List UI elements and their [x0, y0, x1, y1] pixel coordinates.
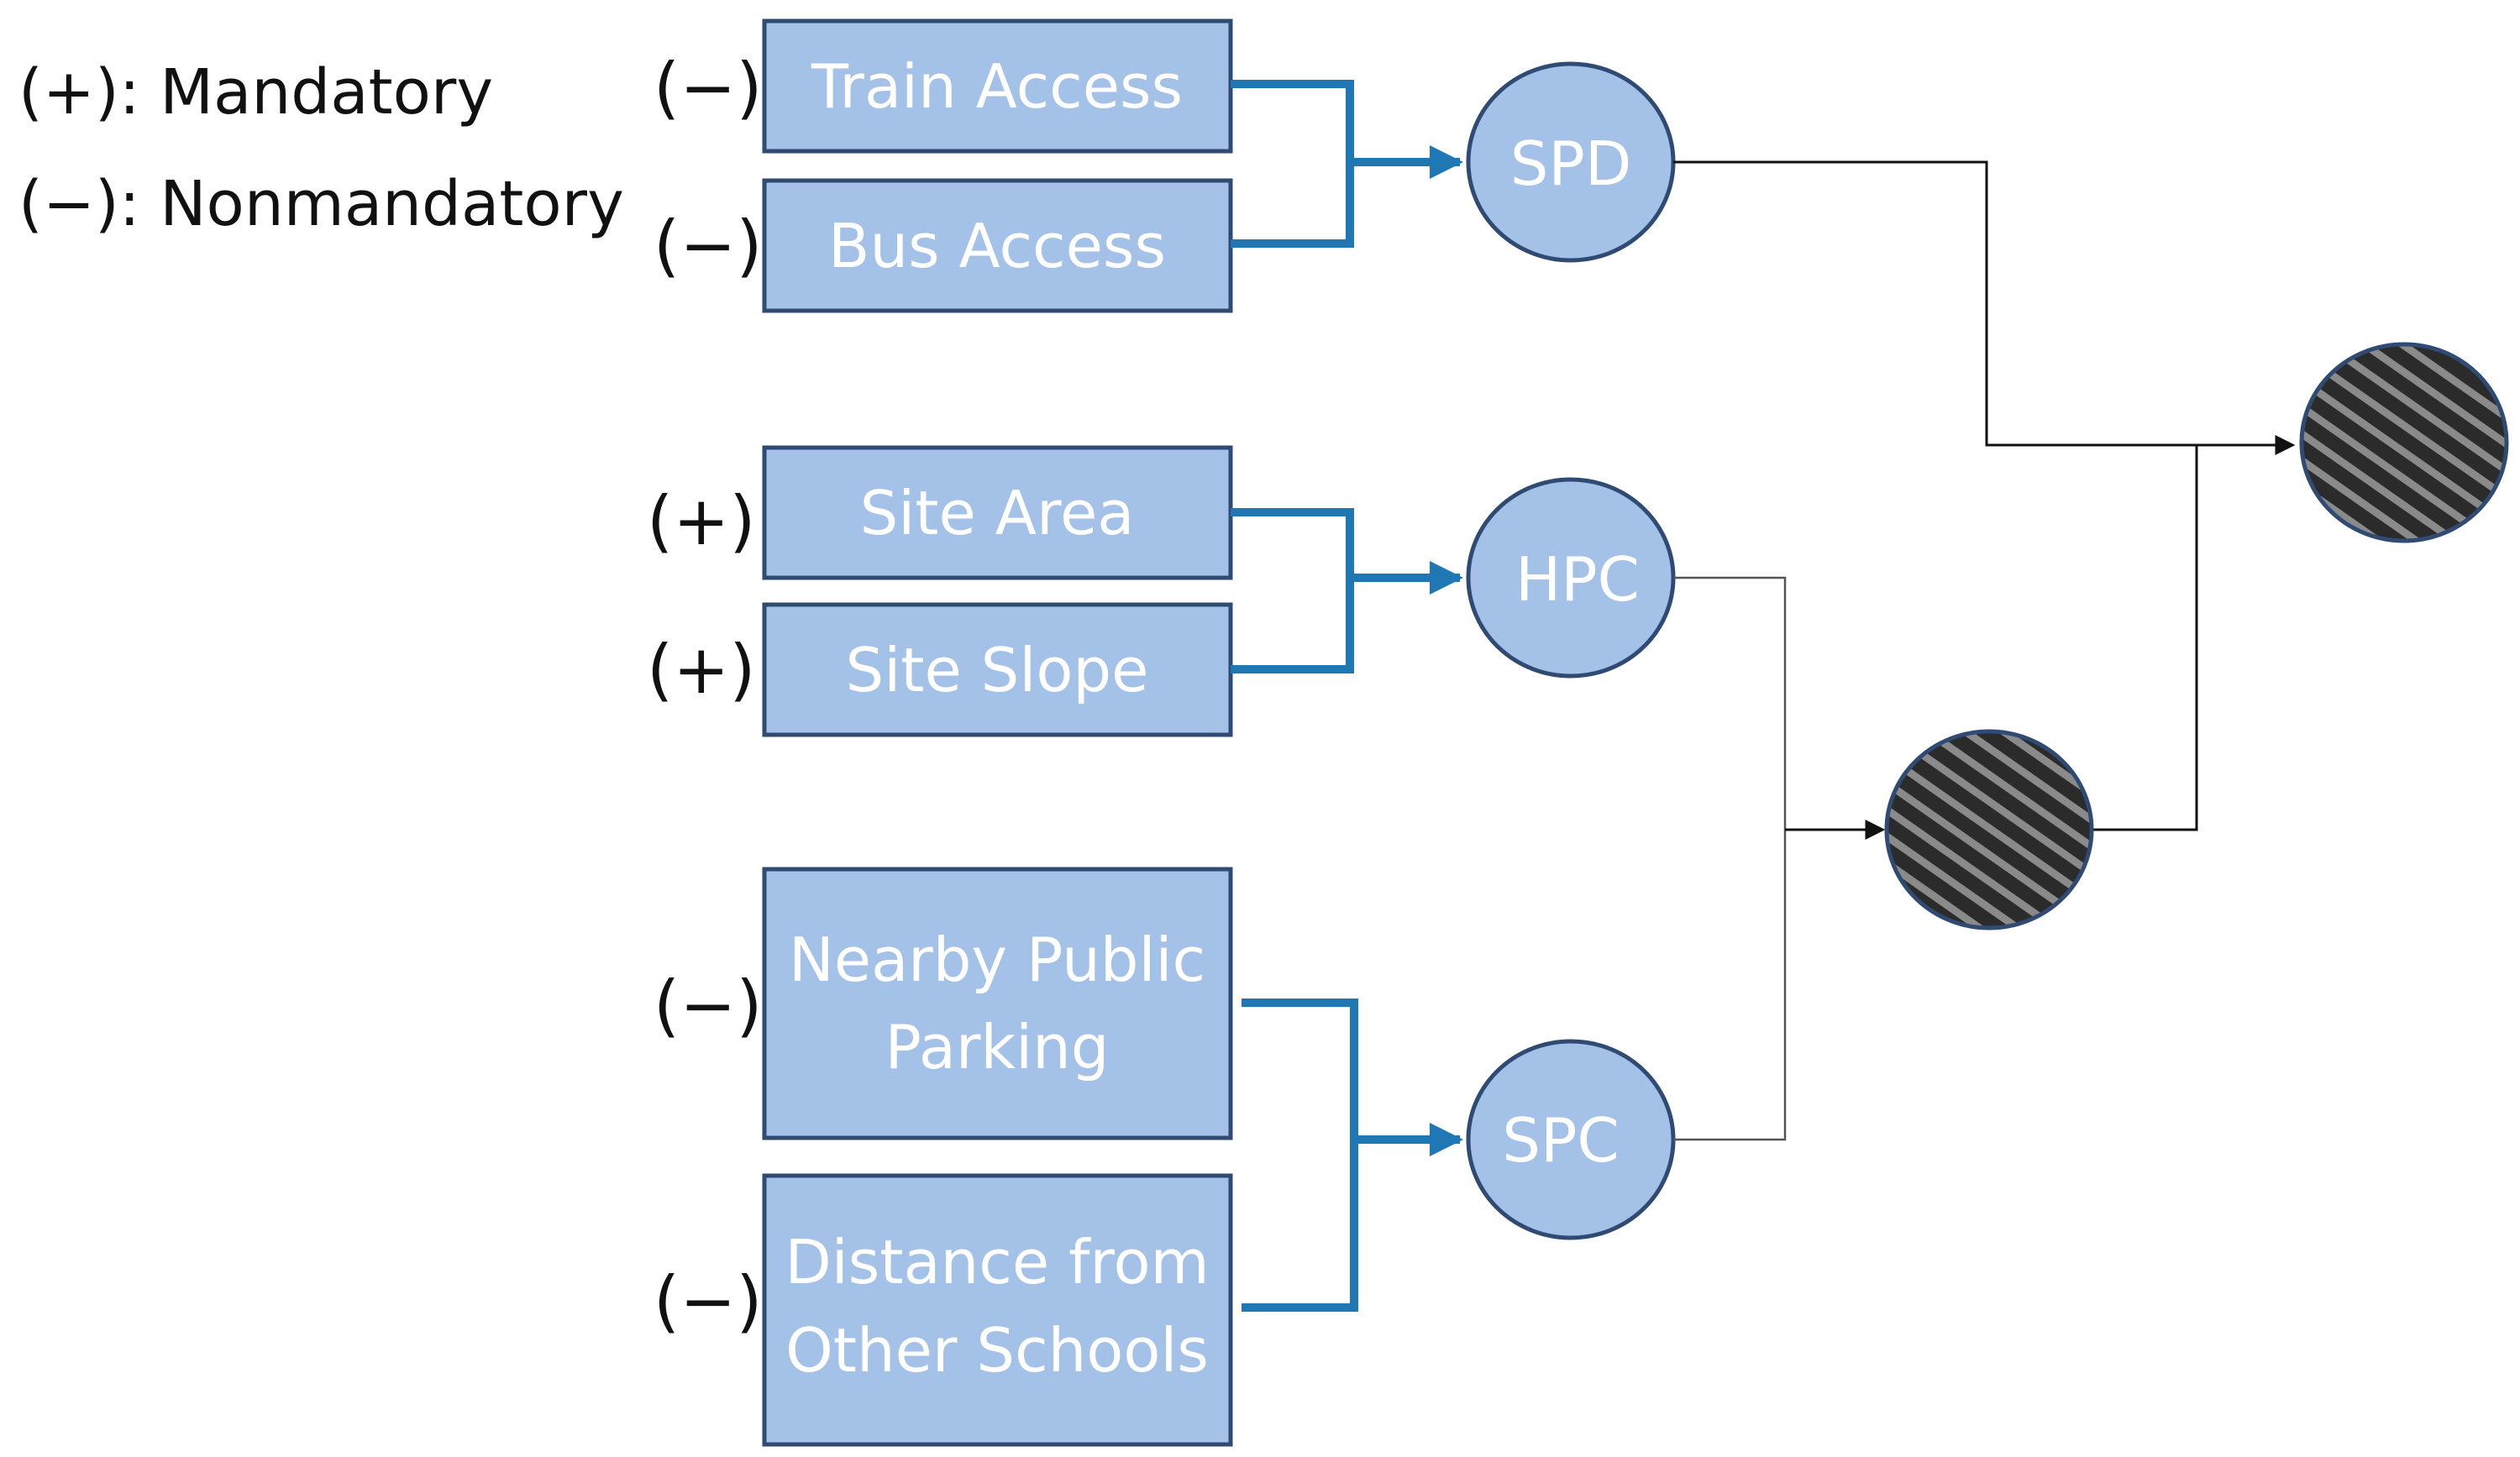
legend-nonmandatory: (−): Nonmandatory	[18, 168, 624, 240]
site-slope-label: Site Slope	[846, 635, 1149, 705]
sign-distance-schools: (−)	[654, 1262, 762, 1340]
sign-train-access: (−)	[654, 49, 762, 127]
node-hpc: HPC	[1466, 477, 1676, 679]
site-area-label: Site Area	[860, 478, 1135, 548]
node-spc-label: SPC	[1502, 1105, 1619, 1176]
nearby-parking-label-line1: Nearby Public	[789, 925, 1205, 995]
final-output-node	[2299, 342, 2509, 543]
sign-nearby-parking: (−)	[654, 967, 762, 1045]
input-box-bus-access: Bus Access	[762, 178, 1233, 313]
node-spd-label: SPD	[1510, 128, 1632, 199]
node-spc: SPC	[1466, 1039, 1676, 1240]
bus-access-label: Bus Access	[828, 211, 1166, 281]
connector-spd-to-final	[1673, 160, 2296, 455]
distance-schools-label-line2: Other Schools	[785, 1315, 1209, 1386]
sign-site-area: (+)	[647, 482, 755, 560]
sign-bus-access: (−)	[654, 207, 762, 285]
distance-schools-label-line1: Distance from	[785, 1227, 1209, 1297]
connector-hpc-inputs	[1231, 508, 1460, 673]
intermediate-output-node	[1884, 729, 2094, 930]
legend-mandatory: (+): Mandatory	[18, 56, 493, 128]
node-hpc-label: HPC	[1515, 544, 1640, 615]
input-box-nearby-parking: Nearby Public Parking	[762, 867, 1233, 1140]
train-access-label: Train Access	[811, 51, 1183, 122]
connector-spc-inputs	[1242, 998, 1460, 1312]
node-spd: SPD	[1466, 61, 1676, 263]
connector-intermediate-to-final	[2092, 445, 2198, 831]
input-box-train-access: Train Access	[762, 18, 1233, 154]
input-box-site-area: Site Area	[762, 445, 1233, 580]
connector-spd-inputs	[1231, 80, 1460, 248]
connector-hpc-spc-merge	[1673, 576, 1787, 1141]
sign-site-slope: (+)	[647, 631, 755, 709]
input-box-distance-schools: Distance from Other Schools	[762, 1173, 1233, 1447]
input-box-site-slope: Site Slope	[762, 602, 1233, 737]
nearby-parking-label-line2: Parking	[885, 1012, 1110, 1082]
